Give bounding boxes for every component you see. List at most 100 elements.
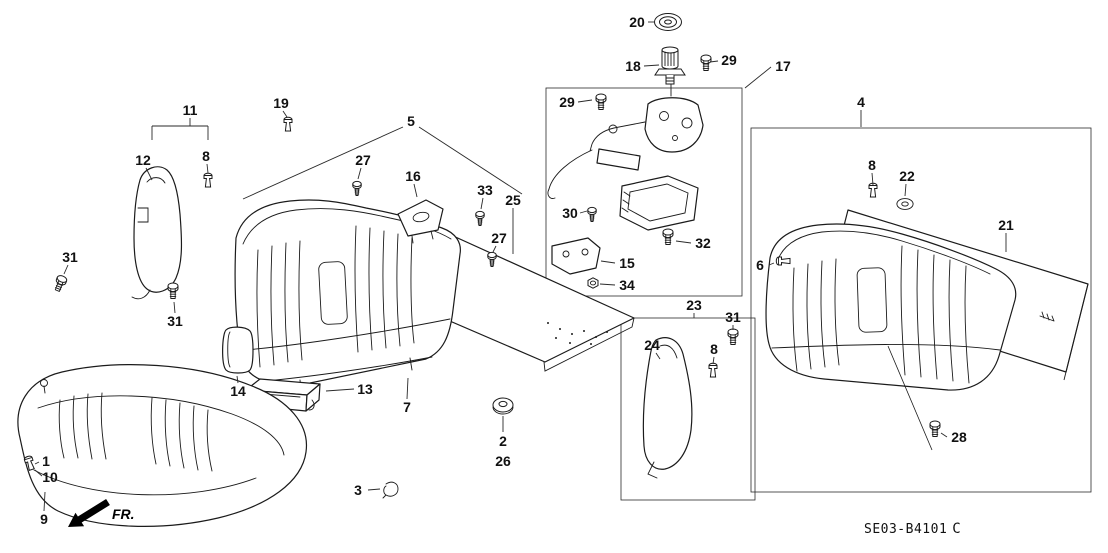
callout-29-4: 29: [559, 94, 575, 110]
leader-lines-layer: [34, 21, 1007, 512]
screw-33-icon: [475, 210, 485, 226]
callout-30-15: 30: [562, 205, 578, 221]
leader-line-19-8: [282, 110, 288, 118]
left-side-group: [17, 166, 308, 527]
callout-11-5: 11: [183, 102, 198, 118]
screw-30-icon: [587, 206, 597, 222]
group-boxes: [545, 87, 1092, 501]
callout-19-8: 19: [273, 95, 289, 111]
side-bolster-12-drawing: [131, 166, 183, 300]
callout-26-30: 26: [495, 453, 511, 469]
callout-8-35: 8: [710, 341, 718, 357]
callout-25-13: 25: [505, 192, 521, 208]
latch-hardware-group: [547, 13, 712, 289]
leader-line-17-3: [744, 66, 772, 89]
nut-34-icon: [587, 277, 599, 289]
callout-33-12: 33: [477, 182, 493, 198]
leader-line-13-27: [325, 388, 355, 392]
leader-line-29-2: [709, 60, 719, 63]
leader-line-9-39: [43, 491, 46, 512]
callout-4-19: 4: [857, 94, 865, 110]
callout-8-20: 8: [868, 157, 876, 173]
leader-line-10-38: [34, 469, 43, 477]
leader-line-7-28: [406, 377, 409, 400]
leader-line-8-35: [712, 356, 715, 365]
callout-22-21: 22: [899, 168, 915, 184]
center-seatback-group: [222, 116, 635, 499]
right-seatback-group: [642, 182, 1089, 479]
callout-24-33: 24: [644, 337, 660, 353]
callout-5-9: 5: [407, 113, 415, 129]
leader-line-1-37: [34, 461, 40, 465]
screw-27-upper-icon: [352, 180, 362, 196]
leader-line-31-24: [63, 264, 69, 275]
fr-direction-label: FR.: [112, 506, 135, 522]
attachment-pointer-line: [887, 345, 933, 451]
leader-line-16-11: [413, 183, 418, 198]
callout-9-39: 9: [40, 511, 48, 527]
bracket-15-drawing: [551, 237, 601, 275]
hook-3-drawing: [382, 481, 399, 499]
leader-line-33-12: [480, 197, 484, 210]
callout-28-36: 28: [951, 429, 967, 445]
clip-8-right-icon: [708, 362, 718, 378]
leader-line-5-9: [418, 126, 523, 195]
latch-assembly-17-drawing: [547, 97, 704, 199]
leader-line-30-15: [579, 210, 588, 214]
callout-20-0: 20: [629, 14, 645, 30]
callout-12-6: 12: [135, 152, 151, 168]
callout-14-26: 14: [230, 383, 246, 399]
group-box-seatback-4: [750, 127, 1092, 493]
callout-31-25: 31: [167, 313, 183, 329]
bolt-32-icon: [662, 228, 674, 245]
leader-line-14-26: [236, 375, 239, 384]
leader-line-22-21: [904, 183, 907, 197]
leader-line-8-20: [871, 172, 874, 186]
clip-8-left-icon: [203, 172, 213, 188]
callout-29-2: 29: [721, 52, 737, 68]
callout-16-11: 16: [405, 168, 421, 184]
leader-line-24-33: [655, 352, 661, 360]
leader-line-27-14: [492, 245, 497, 253]
callout-7-28: 7: [403, 399, 411, 415]
leader-line-18-1: [643, 64, 660, 67]
callout-15-16: 15: [619, 255, 635, 271]
leader-line-8-7: [206, 163, 209, 174]
fr-direction-group: FR.: [68, 499, 135, 527]
callout-2-29: 2: [499, 433, 507, 449]
grommet-2-drawing: [492, 397, 514, 415]
lock-knob-18-drawing: [654, 46, 686, 97]
bolt-28-icon: [929, 420, 941, 437]
leader-line-31-25: [173, 301, 176, 314]
latch-plate-16-drawing: [397, 199, 444, 244]
hinge-cover-14-drawing: [222, 326, 254, 374]
callout-31-34: 31: [725, 309, 741, 325]
callout-8-7: 8: [202, 148, 210, 164]
callout-23-32: 23: [686, 297, 702, 313]
bolt-31-mid-icon: [167, 282, 179, 299]
callout-17-3: 17: [775, 58, 791, 74]
fr-arrow-icon: [68, 499, 110, 527]
group-box-latch-17: [545, 87, 743, 297]
callout-6-23: 6: [756, 257, 764, 273]
callout-32-18: 32: [695, 235, 711, 251]
callout-27-14: 27: [491, 230, 507, 246]
grommet-22-icon: [896, 198, 914, 210]
callout-31-24: 31: [62, 249, 78, 265]
side-bolster-24-drawing: [642, 337, 693, 479]
bolt-31-left-icon: [52, 273, 69, 293]
group-box-side-pad-23: [620, 317, 756, 501]
bolt-31-right-icon: [727, 328, 739, 345]
part-code-text: SE03-B4101: [864, 522, 948, 537]
callout-27-10: 27: [355, 152, 371, 168]
part-code-suffix: C: [952, 521, 962, 537]
callout-3-31: 3: [354, 482, 362, 498]
clip-19-icon: [283, 116, 293, 132]
diagram-part-code: SE03-B4101 C: [864, 521, 961, 537]
callout-21-22: 21: [998, 217, 1014, 233]
clip-8-top-icon: [868, 182, 878, 198]
leader-line-28-36: [940, 432, 948, 438]
leader-line-6-23: [768, 262, 775, 266]
leader-line-29-4: [577, 99, 593, 103]
